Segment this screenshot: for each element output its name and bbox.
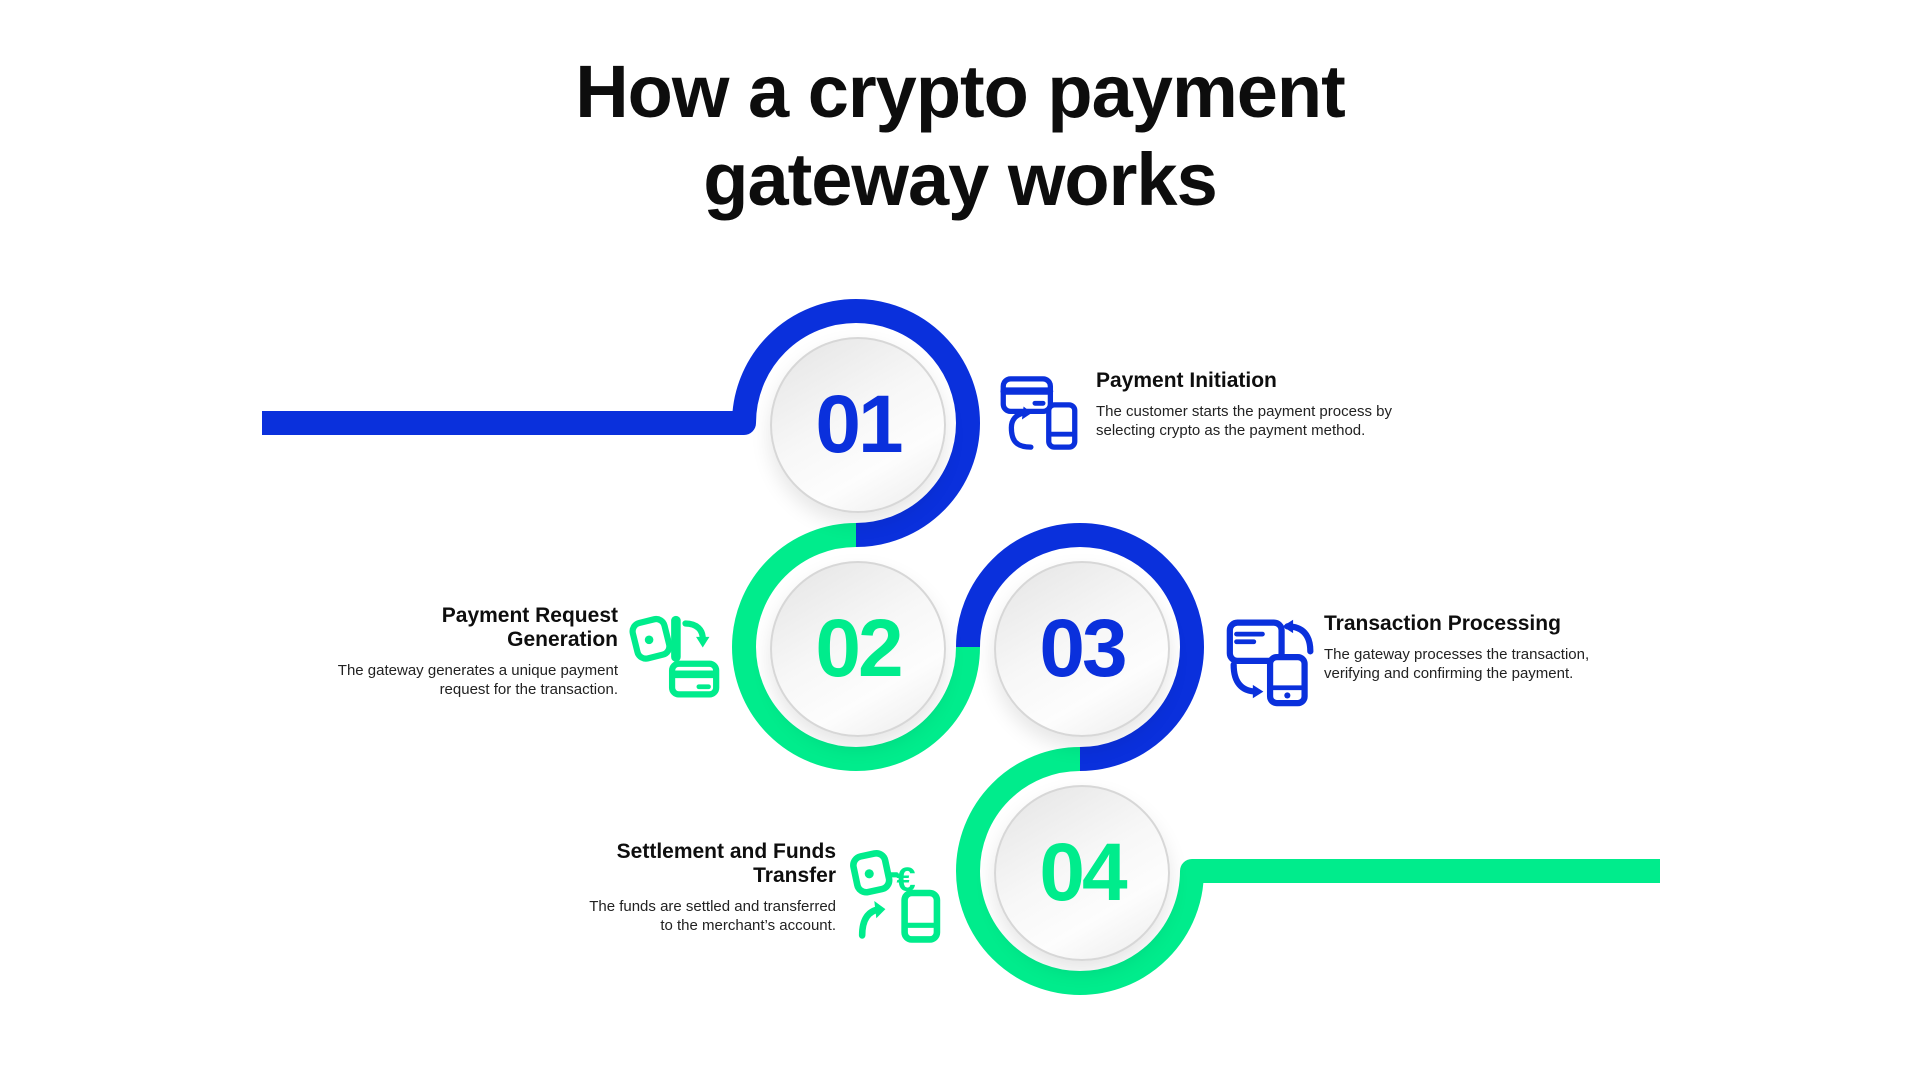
step3-number: 03: [1039, 603, 1127, 694]
page-title: How a crypto payment gateway works: [575, 50, 1346, 221]
credit-card-icon: [1000, 376, 1054, 415]
phone-icon: [1046, 402, 1078, 450]
step2-description: The gateway generates a unique payment r…: [337, 662, 618, 698]
curved-arrow-icon: [1008, 410, 1034, 450]
step2-circle: 02: [770, 561, 946, 737]
connector-segment-step4: [956, 747, 1660, 995]
document-sync-phone-icon: [1226, 610, 1318, 708]
step4-description: The funds are settled and transferred to…: [589, 898, 836, 934]
receipt-icon: [1226, 619, 1285, 665]
euro-symbol-icon: €: [897, 861, 916, 899]
step2-text-block: Payment Request Generation The gateway g…: [250, 604, 618, 699]
step1-text-block: Payment Initiation The customer starts t…: [1096, 369, 1426, 440]
credit-card-icon: [668, 660, 720, 698]
step3-description: The gateway processes the transaction, v…: [1324, 646, 1590, 682]
wallet-to-phone-euro-icon: €: [846, 845, 943, 945]
step1-circle: 01: [770, 337, 946, 513]
wallet-icon: [850, 850, 893, 896]
phone-icon: [1266, 653, 1308, 707]
step3-text-block: Transaction Processing The gateway proce…: [1324, 612, 1664, 683]
connector-segment-step1: [262, 299, 980, 547]
connector-segment-step3: [956, 523, 1204, 771]
step2-title: Payment Request Generation: [441, 604, 618, 651]
step4-text-block: Settlement and Funds Transfer The funds …: [470, 840, 836, 935]
curved-arrow-icon: [682, 620, 706, 642]
step3-title: Transaction Processing: [1324, 612, 1561, 635]
step1-number: 01: [815, 379, 903, 470]
step2-number: 02: [815, 603, 903, 694]
wallet-to-card-icon: [628, 612, 720, 704]
step3-circle: 03: [994, 561, 1170, 737]
phone-icon: [901, 889, 941, 943]
step1-description: The customer starts the payment process …: [1096, 403, 1392, 439]
step1-title: Payment Initiation: [1096, 369, 1277, 392]
step4-circle: 04: [994, 785, 1170, 961]
step4-title: Settlement and Funds Transfer: [616, 840, 836, 887]
card-to-phone-icon: [1000, 370, 1078, 456]
step4-number: 04: [1039, 827, 1127, 918]
wallet-icon: [629, 615, 673, 662]
connector-segment-step2: [732, 523, 980, 771]
